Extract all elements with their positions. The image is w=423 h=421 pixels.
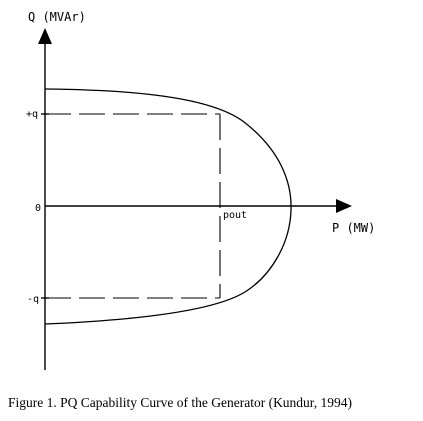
figure-caption: Figure 1. PQ Capability Curve of the Gen… bbox=[8, 395, 353, 410]
p-axis-label: P (MW) bbox=[332, 221, 375, 235]
minus-q-label: -q bbox=[27, 294, 39, 305]
plus-q-label: +q bbox=[26, 109, 38, 120]
p-axis-arrow bbox=[336, 199, 352, 213]
pout-label: pout bbox=[223, 210, 247, 221]
q-axis-arrow bbox=[38, 28, 52, 44]
q-axis-label: Q (MVAr) bbox=[28, 10, 86, 24]
zero-label: 0 bbox=[35, 203, 41, 214]
capability-curve bbox=[44, 88, 292, 325]
